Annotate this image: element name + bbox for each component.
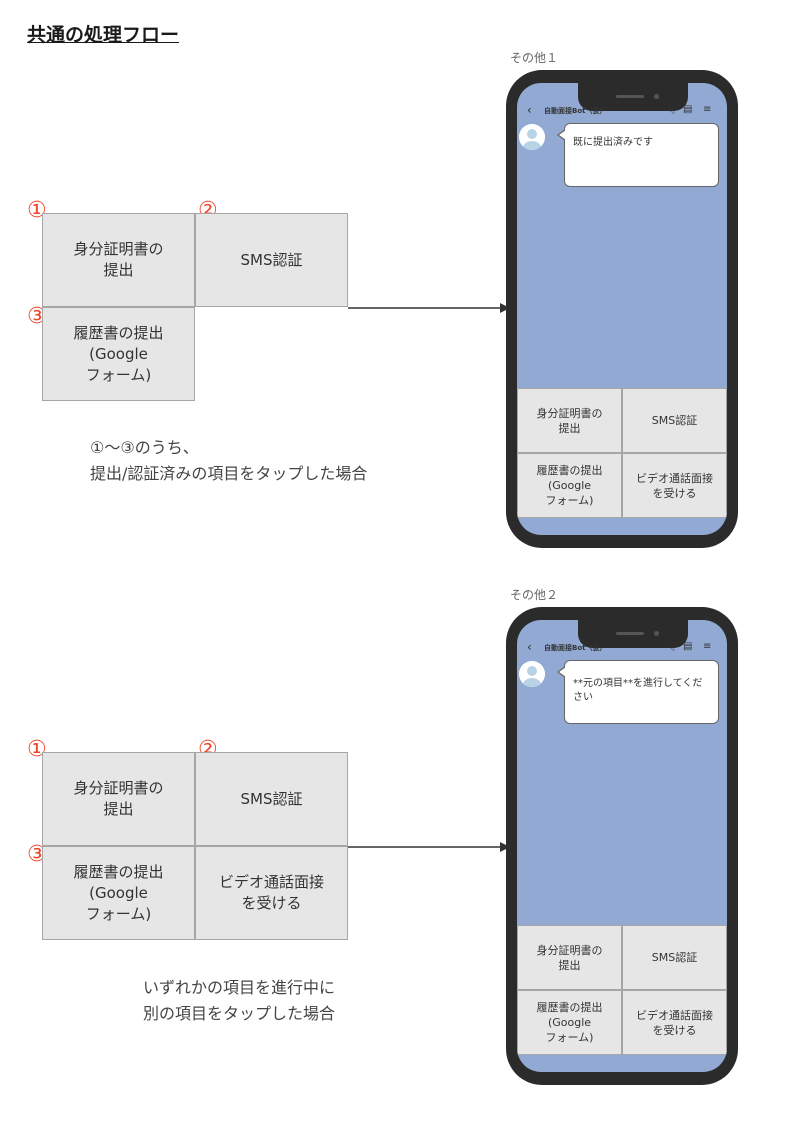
number-1: ① <box>27 737 47 762</box>
chevron-left-icon[interactable]: ‹ <box>527 103 532 117</box>
bubble-tail-inner <box>559 130 566 140</box>
notes-icon[interactable]: ▤ <box>683 104 693 115</box>
phone-notch <box>578 83 688 111</box>
phone-notch <box>578 620 688 648</box>
hamburger-menu-icon[interactable]: ≡ <box>703 104 712 115</box>
phone-mockup: ‹ 自動面接Bot（仮） 🔍︎ ▤ ≡ 既に提出済みです 身分証明書の 提出 S… <box>506 70 738 548</box>
bot-avatar <box>519 661 545 687</box>
bubble-tail-inner <box>559 667 566 677</box>
menu-id-doc: 身分証明書の 提出 <box>42 213 195 307</box>
search-icon[interactable]: 🔍︎ <box>663 104 676 115</box>
rich-menu: 身分証明書の 提出 SMS認証 履歴書の提出 (Google フォーム) ビデオ… <box>517 388 727 518</box>
rich-menu: 身分証明書の 提出 SMS認証 履歴書の提出 (Google フォーム) ビデオ… <box>517 925 727 1055</box>
menu-video: ビデオ通話面接 を受ける <box>195 846 348 940</box>
speaker <box>616 95 644 98</box>
rich-menu-video[interactable]: ビデオ通話面接 を受ける <box>622 453 727 518</box>
menu-resume: 履歴書の提出 (Google フォーム) <box>42 846 195 940</box>
flow-caption: ①～③のうち、 提出/認証済みの項目をタップした場合 <box>90 438 368 483</box>
menu-sms: SMS認証 <box>195 752 348 846</box>
hamburger-menu-icon[interactable]: ≡ <box>703 641 712 652</box>
rich-menu-resume[interactable]: 履歴書の提出 (Google フォーム) <box>517 990 622 1055</box>
chat-header: ‹ 自動面接Bot（仮） 🔍︎ ▤ ≡ <box>517 101 727 121</box>
rich-menu-id-doc[interactable]: 身分証明書の 提出 <box>517 388 622 453</box>
chat-header: ‹ 自動面接Bot（仮） 🔍︎ ▤ ≡ <box>517 638 727 658</box>
menu-resume: 履歴書の提出 (Google フォーム) <box>42 307 195 401</box>
rich-menu-sms[interactable]: SMS認証 <box>622 388 727 453</box>
search-icon[interactable]: 🔍︎ <box>663 641 676 652</box>
bot-title: 自動面接Bot（仮） <box>544 107 607 115</box>
camera <box>654 631 659 636</box>
flow-arrow <box>348 303 510 313</box>
notes-icon[interactable]: ▤ <box>683 641 693 652</box>
number-3: ③ <box>27 304 47 329</box>
number-3: ③ <box>27 842 47 867</box>
phone-screen: ‹ 自動面接Bot（仮） 🔍︎ ▤ ≡ **元の項目**を進行してください 身分… <box>517 620 727 1072</box>
rich-menu-id-doc[interactable]: 身分証明書の 提出 <box>517 925 622 990</box>
menu-id-doc: 身分証明書の 提出 <box>42 752 195 846</box>
flow-arrow <box>348 842 510 852</box>
number-1: ① <box>27 198 47 223</box>
menu-sms: SMS認証 <box>195 213 348 307</box>
chevron-left-icon[interactable]: ‹ <box>527 640 532 654</box>
rich-menu-video[interactable]: ビデオ通話面接 を受ける <box>622 990 727 1055</box>
speaker <box>616 632 644 635</box>
rich-menu-resume[interactable]: 履歴書の提出 (Google フォーム) <box>517 453 622 518</box>
chat-bubble: 既に提出済みです <box>564 123 719 187</box>
chat-bubble: **元の項目**を進行してください <box>564 660 719 724</box>
flow-caption: いずれかの項目を進行中に 別の項目をタップした場合 <box>143 978 336 1023</box>
phone-screen: ‹ 自動面接Bot（仮） 🔍︎ ▤ ≡ 既に提出済みです 身分証明書の 提出 S… <box>517 83 727 535</box>
bot-avatar <box>519 124 545 150</box>
bot-title: 自動面接Bot（仮） <box>544 644 607 652</box>
phone-mockup: ‹ 自動面接Bot（仮） 🔍︎ ▤ ≡ **元の項目**を進行してください 身分… <box>506 607 738 1085</box>
phone-label: その他１ <box>510 51 559 65</box>
page-title: 共通の処理フロー <box>27 24 180 46</box>
phone-label: その他２ <box>510 588 559 602</box>
rich-menu-sms[interactable]: SMS認証 <box>622 925 727 990</box>
camera <box>654 94 659 99</box>
